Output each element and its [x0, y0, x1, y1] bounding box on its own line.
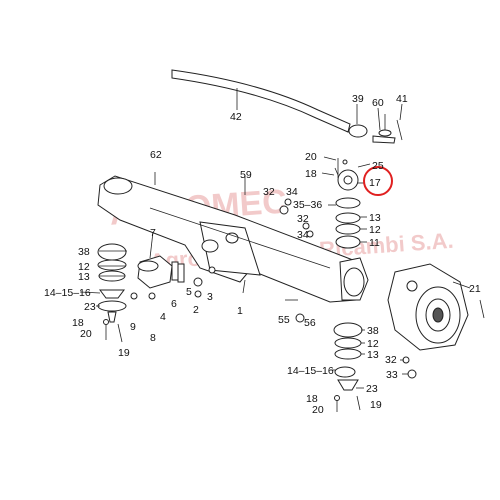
label-20b: 20 [80, 328, 92, 340]
label-32b: 32 [297, 213, 309, 225]
label-1: 1 [237, 305, 243, 317]
label-60: 60 [372, 97, 384, 109]
label-25: 25 [372, 160, 384, 172]
label-12c: 12 [367, 338, 379, 350]
label-33: 33 [386, 369, 398, 381]
label-9: 9 [130, 321, 136, 333]
label-17: 17 [369, 177, 381, 189]
label-5: 5 [186, 286, 192, 298]
label-23a: 23 [84, 301, 96, 313]
label-18c: 18 [306, 393, 318, 405]
label-62: 62 [150, 149, 162, 161]
label-55: 55 [278, 314, 290, 326]
label-13c: 13 [367, 349, 379, 361]
label-39: 39 [352, 93, 364, 105]
wheel-hub [387, 263, 485, 351]
label-20a: 20 [305, 151, 317, 163]
label-42: 42 [230, 111, 242, 123]
label-8: 8 [150, 332, 156, 344]
label-32c: 32 [385, 354, 397, 366]
axle-housing [97, 175, 369, 303]
label-41: 41 [396, 93, 408, 105]
label-6: 6 [171, 298, 177, 310]
label-56: 56 [304, 317, 316, 329]
label-7: 7 [150, 227, 156, 239]
label-20c: 20 [312, 404, 324, 416]
label-18a: 18 [305, 168, 317, 180]
bushing-stack-left [97, 243, 127, 343]
label-34a: 34 [286, 186, 298, 198]
label-4: 4 [160, 311, 166, 323]
label-59: 59 [240, 169, 252, 181]
tie-rod [171, 69, 368, 138]
bushing-stack-right [154, 172, 417, 412]
label-38b: 38 [367, 325, 379, 337]
label-19a: 19 [118, 347, 130, 359]
leader-lines [79, 88, 471, 389]
label-2: 2 [193, 304, 199, 316]
label-14-15-16b: 14–15–16 [287, 365, 334, 377]
label-12a: 12 [369, 224, 381, 236]
label-11: 11 [369, 237, 380, 249]
label-38a: 38 [78, 246, 90, 258]
label-18b: 18 [72, 317, 84, 329]
label-12b: 12 [78, 261, 90, 273]
label-3: 3 [207, 291, 213, 303]
label-34b: 34 [297, 229, 309, 241]
label-32a: 32 [263, 186, 275, 198]
part-labels: 42 39 60 41 62 59 20 25 18 17 32 34 35–3… [44, 93, 481, 416]
pivot-pin-left [130, 255, 216, 300]
label-13b: 13 [78, 271, 90, 283]
tie-rod-end [372, 114, 403, 144]
highlight-circle [363, 166, 393, 196]
label-35-36: 35–36 [293, 199, 322, 211]
label-13a: 13 [369, 212, 381, 224]
label-19b: 19 [370, 399, 382, 411]
label-23b: 23 [366, 383, 378, 395]
label-21: 21 [469, 283, 481, 295]
label-14-15-16a: 14–15–16 [44, 287, 91, 299]
